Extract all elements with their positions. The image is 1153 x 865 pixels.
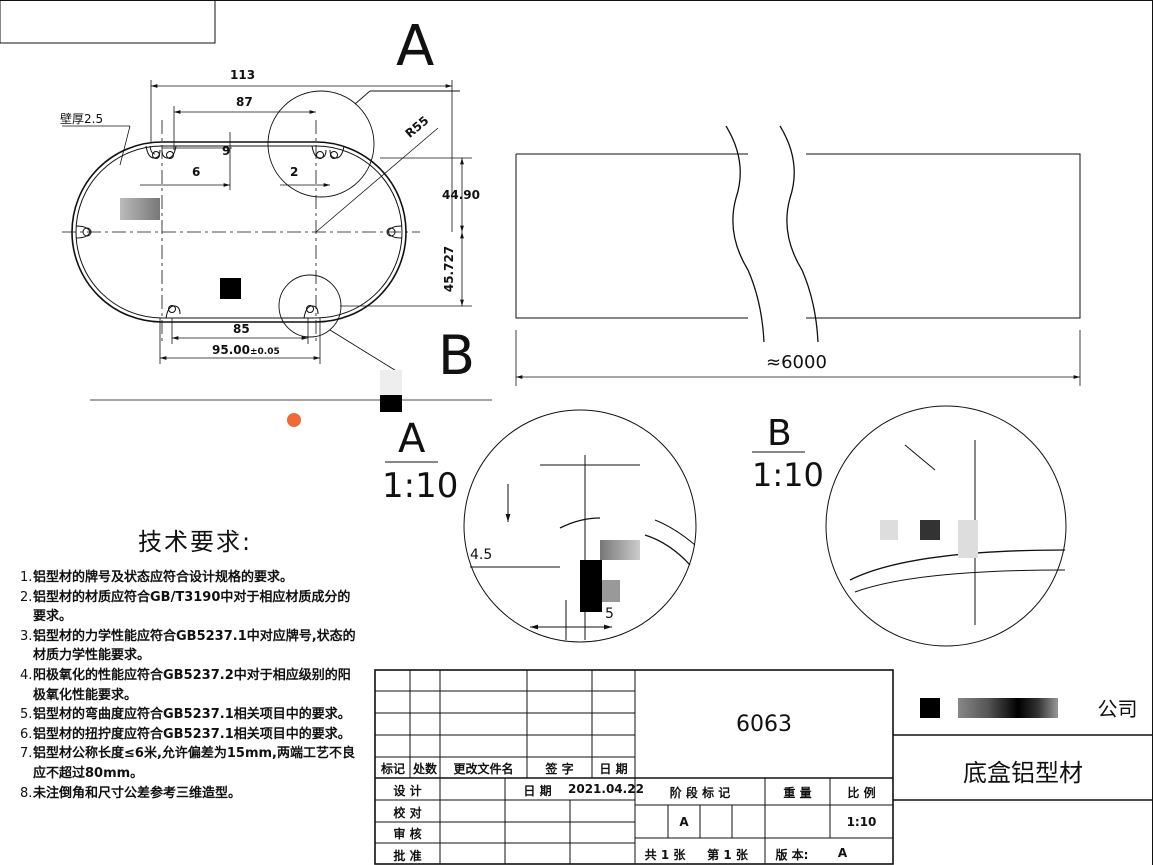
dim-overall-width: 113 [230, 68, 256, 82]
tb-sheet-no: 第 1 张 [707, 848, 748, 862]
blur-patch [920, 698, 940, 718]
dim-upper-height: 44.90 [442, 188, 480, 202]
length-dimension: ≈6000 [766, 352, 827, 373]
section-profile [62, 120, 420, 345]
note-number: 2. [20, 589, 33, 605]
dim-bottom-inner: 85 [233, 322, 250, 336]
tb-company: 公司 [1097, 697, 1138, 721]
tb-date-value: 2021.04.22 [568, 782, 644, 796]
tb-header-count: 处数 [412, 762, 437, 776]
tb-version-label: 版 本: [775, 848, 809, 862]
tb-header-mark: 标记 [380, 762, 405, 776]
dim-bottom-outer-value: 95.00 [212, 343, 250, 357]
dim-inner-width: 87 [236, 95, 253, 109]
note-number: 8. [20, 785, 33, 801]
tb-approve: 批 准 [393, 849, 422, 863]
orange-dot [287, 413, 301, 427]
tb-design: 设 计 [393, 784, 422, 798]
note-number: 7. [20, 746, 33, 762]
dim-slot-depth: 9 [222, 144, 231, 158]
note-number: 1. [20, 570, 33, 585]
dim-slot-gap: 2 [290, 165, 299, 179]
note-text: 铝型材的弯曲度应符合GB5237.1相关项目中的要求。 [33, 707, 351, 723]
technical-notes: 1.铝型材的牌号及状态应符合设计规格的要求。 2.铝型材的材质应符合GB/T31… [20, 568, 360, 803]
blur-patch [220, 278, 241, 299]
tb-weight-label: 重 量 [783, 786, 812, 800]
blur-patch [600, 540, 640, 560]
tb-review: 审 核 [393, 827, 422, 841]
note-item: 1.铝型材的牌号及状态应符合设计规格的要求。 [20, 568, 360, 588]
section-dimensions [62, 80, 492, 401]
length-view [515, 125, 1081, 386]
detail-a-dim2: 5 [605, 606, 614, 622]
tb-sheets-total: 共 1 张 [644, 848, 686, 862]
note-text: 铝型材的材质应符合GB/T3190中对于相应材质成分的要求。 [33, 589, 351, 625]
note-item: 8.未注倒角和尺寸公差参考三维造型。 [20, 784, 360, 804]
detail-circles [267, 90, 460, 373]
tb-header-date: 日 期 [599, 762, 628, 776]
detail-a-dim: 4.5 [470, 547, 493, 563]
note-number: 4. [20, 667, 33, 683]
dim-slot-offset: 6 [192, 165, 201, 179]
tb-header-sign: 签 字 [545, 762, 574, 776]
note-text: 未注倒角和尺寸公差参考三维造型。 [33, 785, 242, 801]
tb-scale-label: 比 例 [847, 786, 876, 800]
title-block-grid [374, 669, 1153, 865]
detail-b-view [752, 405, 1067, 647]
note-item: 4.阳极氧化的性能应符合GB5237.2中对于相应级别的阳极氧化性能要求。 [20, 666, 360, 705]
note-item: 2.铝型材的材质应符合GB/T3190中对于相应材质成分的要求。 [20, 588, 360, 627]
tb-version-value: A [837, 846, 848, 860]
detail-mark-b: B [438, 324, 476, 387]
note-text: 铝型材公称长度≤6米,允许偏差为15mm,两端工艺不良应不超过80mm。 [33, 746, 355, 781]
blur-patch [880, 520, 898, 540]
detail-a-label: A [398, 416, 426, 462]
blur-patch [958, 698, 1058, 718]
blur-patch [580, 560, 602, 612]
notes-title: 技术要求: [138, 528, 253, 556]
detail-a-scale: 1:10 [382, 466, 459, 506]
dim-bottom-outer-tolerance: ±0.05 [249, 347, 280, 357]
note-text: 铝型材的扭拧度应符合GB5237.1相关项目中的要求。 [33, 726, 351, 742]
tb-check: 校 对 [393, 806, 422, 820]
dim-bottom-outer: 95.00±0.05 [212, 343, 280, 357]
wall-thickness-label: 壁厚2.5 [60, 112, 104, 126]
blur-patch [958, 520, 978, 558]
note-text: 铝型材的力学性能应符合GB5237.1中对应牌号,状态的材质力学性能要求。 [33, 628, 356, 664]
note-item: 6.铝型材的扭拧度应符合GB5237.1相关项目中的要求。 [20, 725, 360, 745]
note-number: 6. [20, 726, 33, 742]
note-item: 7.铝型材公称长度≤6米,允许偏差为15mm,两端工艺不良应不超过80mm。 [20, 744, 360, 783]
tb-date-label: 日 期 [523, 784, 552, 798]
tb-material: 6063 [736, 712, 792, 737]
note-item: 3.铝型材的力学性能应符合GB5237.1中对应牌号,状态的材质力学性能要求。 [20, 627, 360, 666]
blur-patch [120, 198, 160, 220]
tb-header-doc: 更改文件名 [453, 762, 514, 776]
blur-patch [602, 580, 620, 602]
blur-patch [920, 520, 940, 540]
tb-stage-value: A [679, 815, 689, 829]
tb-stage-label: 阶 段 标 记 [669, 786, 731, 800]
note-text: 阳极氧化的性能应符合GB5237.2中对于相应级别的阳极氧化性能要求。 [33, 667, 351, 703]
note-item: 5.铝型材的弯曲度应符合GB5237.1相关项目中的要求。 [20, 705, 360, 725]
dim-lower-height: 45.727 [442, 245, 457, 293]
blur-patch [380, 370, 402, 412]
detail-b-scale: 1:10 [752, 456, 824, 494]
tb-part-name: 底盒铝型材 [963, 759, 1083, 787]
note-text: 铝型材的牌号及状态应符合设计规格的要求。 [33, 570, 294, 585]
note-number: 3. [20, 628, 33, 644]
note-number: 5. [20, 707, 33, 723]
detail-b-label: B [767, 413, 792, 454]
detail-a-view [385, 409, 697, 643]
tb-scale-value: 1:10 [846, 815, 877, 829]
detail-mark-a: A [396, 14, 435, 79]
